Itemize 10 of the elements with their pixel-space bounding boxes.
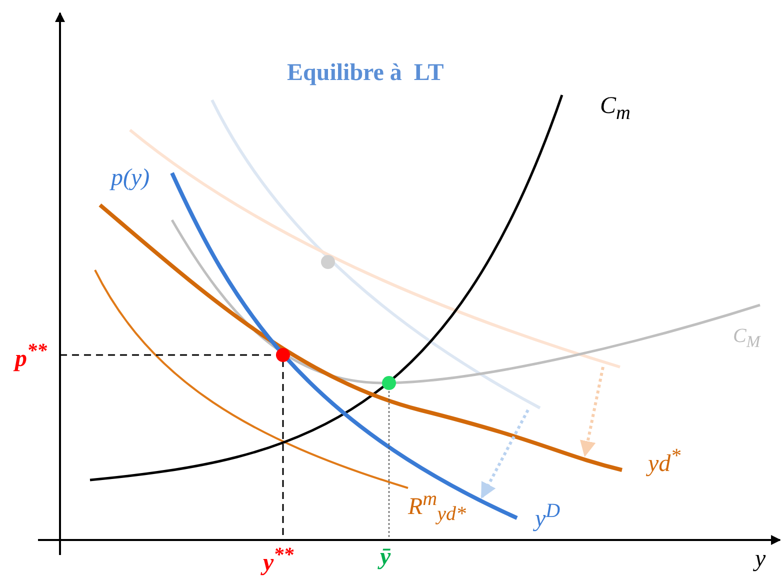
curve-label: y$^{D}$	[532, 500, 562, 534]
curve-label: p(y)	[108, 165, 151, 193]
curve-label: p$^{**}$	[12, 340, 48, 374]
curve-label: ȳ	[377, 544, 394, 572]
curve-label: yd$^{*}$	[645, 445, 682, 479]
chart-title: Equilibre à LT	[287, 60, 444, 87]
curve-label: y	[752, 546, 767, 574]
curve-label: C$_{m}$	[599, 93, 632, 125]
curve-label: C$_{M}$	[732, 325, 762, 352]
curve-label: y$^{**}$	[260, 544, 297, 578]
